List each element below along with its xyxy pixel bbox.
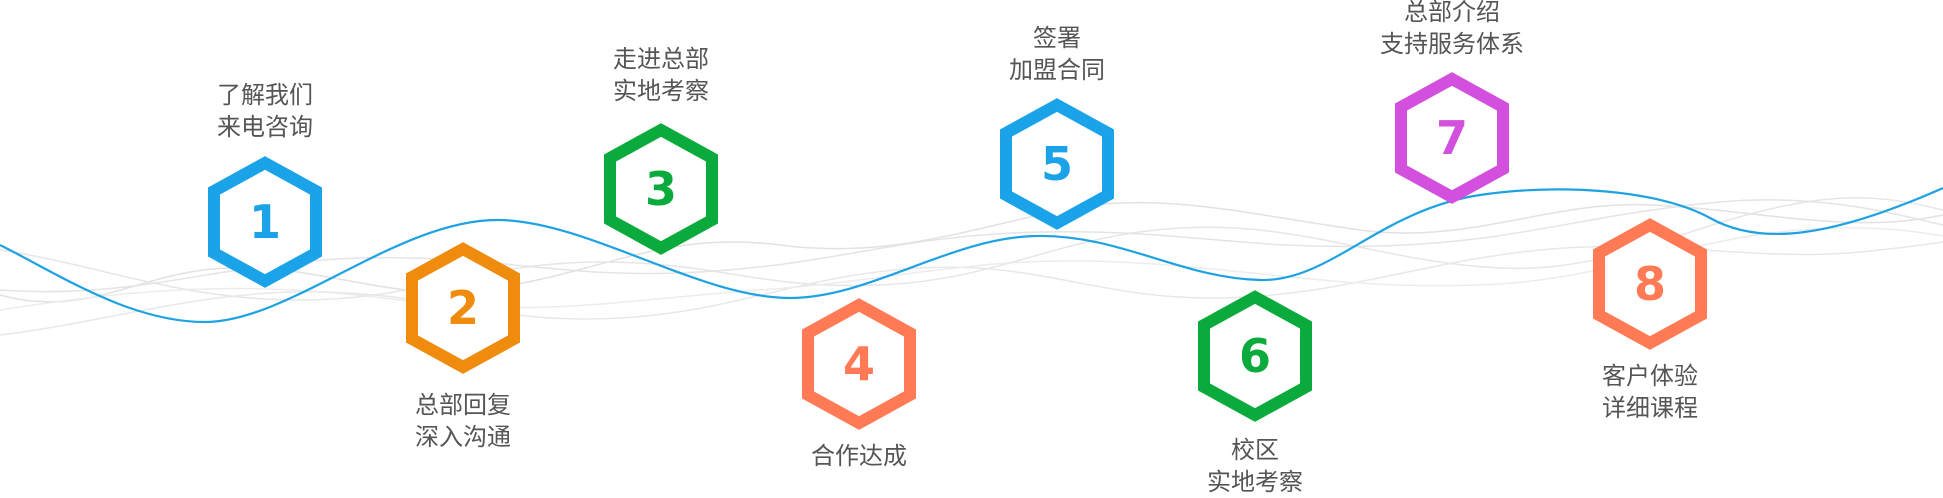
step-8-label-line-2: 详细课程 xyxy=(1602,394,1698,422)
step-7-hexagon-icon: 7 xyxy=(1392,72,1512,204)
step-5-hexagon-icon: 5 xyxy=(997,98,1117,230)
step-4-number: 4 xyxy=(842,337,875,391)
step-2-label: 总部回复 深入沟通 xyxy=(348,389,578,453)
step-5-label-line-1: 签署 xyxy=(1033,24,1081,52)
step-7-label: 总部介绍 支持服务体系 xyxy=(1337,0,1567,60)
step-3-label: 走进总部 实地考察 xyxy=(546,43,776,107)
step-6-label-line-1: 校区 xyxy=(1231,436,1279,464)
step-1-label-line-2: 来电咨询 xyxy=(217,113,313,141)
step-7-label-line-2: 支持服务体系 xyxy=(1380,30,1524,58)
step-4-hexagon-icon: 4 xyxy=(799,298,919,430)
step-3-hexagon-icon: 3 xyxy=(601,123,721,255)
step-1-label-line-1: 了解我们 xyxy=(217,81,313,109)
step-4-label: 合作达成 xyxy=(744,440,974,472)
step-3-label-line-2: 实地考察 xyxy=(613,77,709,105)
step-2-hexagon-icon: 2 xyxy=(403,242,523,374)
step-8-label: 客户体验 详细课程 xyxy=(1535,360,1765,424)
step-7-number: 7 xyxy=(1435,111,1468,165)
step-6-label: 校区 实地考察 xyxy=(1140,434,1370,498)
step-6-hexagon-icon: 6 xyxy=(1195,290,1315,422)
step-3-number: 3 xyxy=(644,162,677,216)
step-1-number: 1 xyxy=(248,195,281,249)
faint-wave-4 xyxy=(0,199,1943,293)
step-1-hexagon-icon: 1 xyxy=(205,156,325,288)
step-8-number: 8 xyxy=(1633,257,1666,311)
step-8-label-line-1: 客户体验 xyxy=(1602,362,1698,390)
step-5-label: 签署 加盟合同 xyxy=(942,22,1172,86)
step-1-label: 了解我们 来电咨询 xyxy=(150,79,380,143)
step-8-hexagon-icon: 8 xyxy=(1590,218,1710,350)
step-5-number: 5 xyxy=(1040,137,1073,191)
step-2-label-line-1: 总部回复 xyxy=(415,391,511,419)
step-6-number: 6 xyxy=(1238,329,1271,383)
step-7-label-line-1: 总部介绍 xyxy=(1404,0,1500,26)
step-2-label-line-2: 深入沟通 xyxy=(415,423,511,451)
step-2-number: 2 xyxy=(446,281,479,335)
step-3-label-line-1: 走进总部 xyxy=(613,45,709,73)
main-wave xyxy=(0,186,1943,324)
faint-wave-5 xyxy=(0,227,1943,311)
step-6-label-line-2: 实地考察 xyxy=(1207,468,1303,496)
step-4-label-line-1: 合作达成 xyxy=(811,442,907,470)
step-5-label-line-2: 加盟合同 xyxy=(1009,56,1105,84)
